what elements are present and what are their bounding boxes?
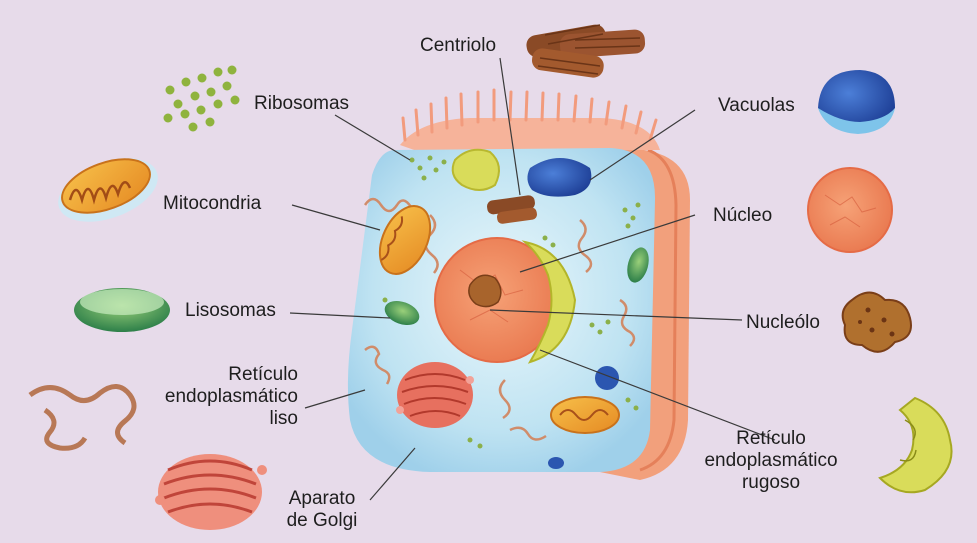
line-ribosomas — [335, 115, 410, 160]
nucleo-illustration — [808, 168, 892, 252]
ribosomas-illustration — [164, 66, 240, 132]
label-reticulo-liso: Retículo endoplasmático liso — [128, 364, 298, 430]
vacuolas-illustration — [818, 70, 895, 134]
cell-mitochondrion-2 — [551, 397, 619, 433]
cell — [348, 90, 690, 480]
reticulo-rugoso-illustration — [880, 398, 952, 492]
label-lisosomas: Lisosomas — [185, 300, 276, 322]
cell-nucleolus — [469, 275, 501, 306]
label-nucleolo: Nucleólo — [746, 312, 820, 334]
label-centriolo: Centriolo — [420, 35, 496, 57]
label-reticulo-rugoso: Retículo endoplasmático rugoso — [686, 428, 856, 494]
label-nucleo: Núcleo — [713, 205, 772, 227]
lisosomas-illustration — [74, 288, 170, 332]
label-vacuolas: Vacuolas — [718, 95, 795, 117]
nucleolo-illustration — [843, 293, 911, 352]
label-aparato-golgi: Aparato de Golgi — [272, 488, 372, 532]
cell-small-vacuole — [595, 366, 619, 390]
label-mitocondria: Mitocondria — [163, 193, 261, 215]
label-ribosomas: Ribosomas — [254, 93, 349, 115]
centriolo-illustration — [525, 23, 646, 79]
mitocondria-illustration — [50, 146, 167, 234]
cell-rough-er-top — [453, 150, 499, 190]
golgi-illustration — [155, 454, 267, 530]
reticulo-liso-illustration — [30, 386, 134, 448]
cell-membrane-top — [400, 118, 660, 152]
cell-small-vacuole-2 — [548, 457, 564, 469]
